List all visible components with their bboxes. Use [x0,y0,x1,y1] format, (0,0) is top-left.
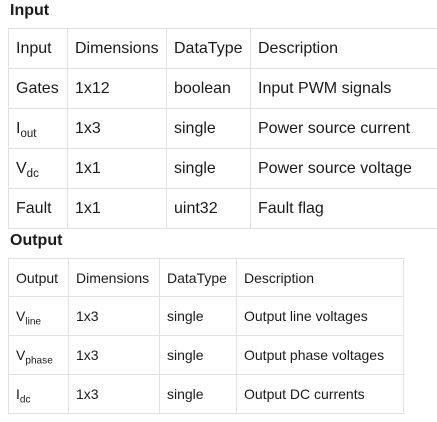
output-row-vphase: Vphase 1x3 single Output phase voltages [8,335,404,375]
input-header-row: Input Dimensions DataType Description [8,28,437,69]
output-description-cell: Output DC currents [236,374,404,414]
output-name-cell: Vphase [8,335,69,375]
output-datatype-cell: single [159,296,237,336]
output-dimensions-cell: 1x3 [68,296,160,336]
input-row-gates: Gates 1x12 boolean Input PWM signals [8,68,437,109]
output-description-cell: Output phase voltages [236,335,404,375]
output-header-row: Output Dimensions DataType Description [8,258,404,297]
output-row-vline: Vline 1x3 single Output line voltages [8,296,404,336]
output-header-output: Output [8,258,69,297]
input-description-cell: Fault flag [250,188,437,229]
input-table: Input Dimensions DataType Description Ga… [8,28,437,229]
input-header-description: Description [250,28,437,69]
output-dimensions-cell: 1x3 [68,374,160,414]
output-row-idc: Idc 1x3 single Output DC currents [8,374,404,414]
input-section-heading: Input [10,2,50,19]
input-description-cell: Input PWM signals [250,68,437,109]
input-name: Fault [16,199,52,217]
input-name: Gates [16,79,59,97]
output-name: V [16,308,26,324]
input-dimensions-cell: 1x3 [67,108,167,149]
output-name: I [16,386,20,402]
output-description-cell: Output line voltages [236,296,404,336]
input-description-cell: Power source current [250,108,437,149]
output-datatype-cell: single [159,374,237,414]
input-name-cell: Fault [8,188,68,229]
output-name-subscript: dc [19,394,31,406]
input-datatype-cell: boolean [166,68,251,109]
input-name-subscript: out [20,127,37,140]
input-header-dimensions: Dimensions [67,28,167,69]
input-datatype-cell: single [166,108,251,149]
input-datatype-cell: uint32 [166,188,251,229]
input-name-cell: Vdc [8,148,68,189]
input-dimensions-cell: 1x1 [67,188,167,229]
output-name-subscript: line [25,316,42,328]
output-name: V [16,347,26,363]
output-header-description: Description [236,258,404,297]
input-name-cell: Gates [8,68,68,109]
input-name: I [16,119,21,137]
input-dimensions-cell: 1x1 [67,148,167,189]
output-header-dimensions: Dimensions [68,258,160,297]
output-header-datatype: DataType [159,258,237,297]
input-name-subscript: dc [26,167,39,180]
input-row-iout: Iout 1x3 single Power source current [8,108,437,149]
input-header-input: Input [8,28,68,69]
input-header-datatype: DataType [166,28,251,69]
input-datatype-cell: single [166,148,251,189]
input-description-cell: Power source voltage [250,148,437,189]
input-row-vdc: Vdc 1x1 single Power source voltage [8,148,437,189]
input-name-cell: Iout [8,108,68,149]
input-name: V [16,159,27,177]
output-name-subscript: phase [25,355,53,367]
output-datatype-cell: single [159,335,237,375]
input-row-fault: Fault 1x1 uint32 Fault flag [8,188,437,229]
input-dimensions-cell: 1x12 [67,68,167,109]
output-dimensions-cell: 1x3 [68,335,160,375]
output-section-heading: Output [10,232,63,249]
output-name-cell: Idc [8,374,69,414]
output-table: Output Dimensions DataType Description V… [8,258,404,414]
output-name-cell: Vline [8,296,69,336]
